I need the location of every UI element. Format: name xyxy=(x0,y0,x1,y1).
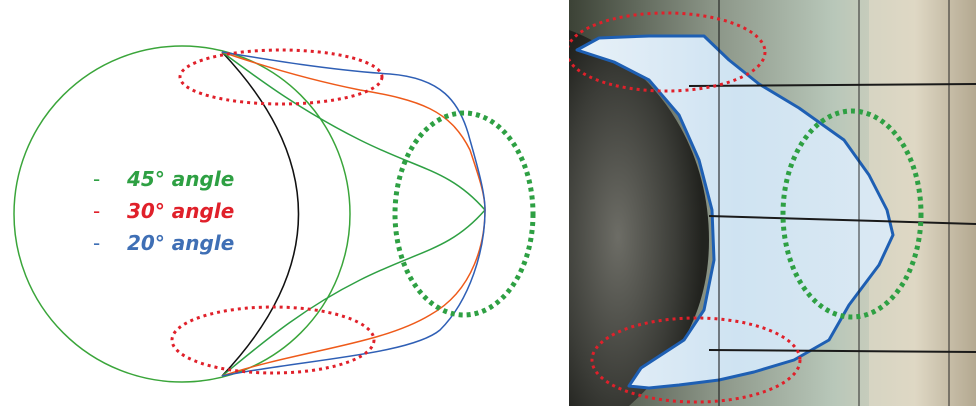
red-ellipse-bottom xyxy=(170,305,376,375)
cylinder-circle xyxy=(13,45,351,383)
red-ellipse-top xyxy=(178,48,384,106)
legend: - 45° angle - 30° angle - 20° angle xyxy=(93,167,234,255)
legend-dash-45: - xyxy=(93,167,100,191)
green-ellipse-photo xyxy=(780,108,924,320)
cylinder-shadow xyxy=(569,30,709,406)
grid-lines xyxy=(688,0,976,406)
red-ellipse-top-photo xyxy=(569,11,767,93)
red-ellipse-bottom-photo xyxy=(590,316,802,404)
schematic-diagram: - 45° angle - 30° angle - 20° angle xyxy=(13,45,536,383)
black-arc xyxy=(221,51,300,377)
ice-photo xyxy=(569,0,976,406)
ice-photo-panel xyxy=(569,0,976,406)
schematic-panel: - 45° angle - 30° angle - 20° angle xyxy=(13,45,536,383)
background-light-band xyxy=(869,0,976,406)
curve-20-angle xyxy=(221,51,486,377)
legend-label-20: 20° angle xyxy=(127,231,234,255)
green-ellipse xyxy=(392,110,536,318)
legend-dash-30: - xyxy=(93,199,100,223)
legend-label-30: 30° angle xyxy=(127,199,234,223)
legend-label-45: 45° angle xyxy=(126,167,234,191)
legend-dash-20: - xyxy=(93,231,100,255)
